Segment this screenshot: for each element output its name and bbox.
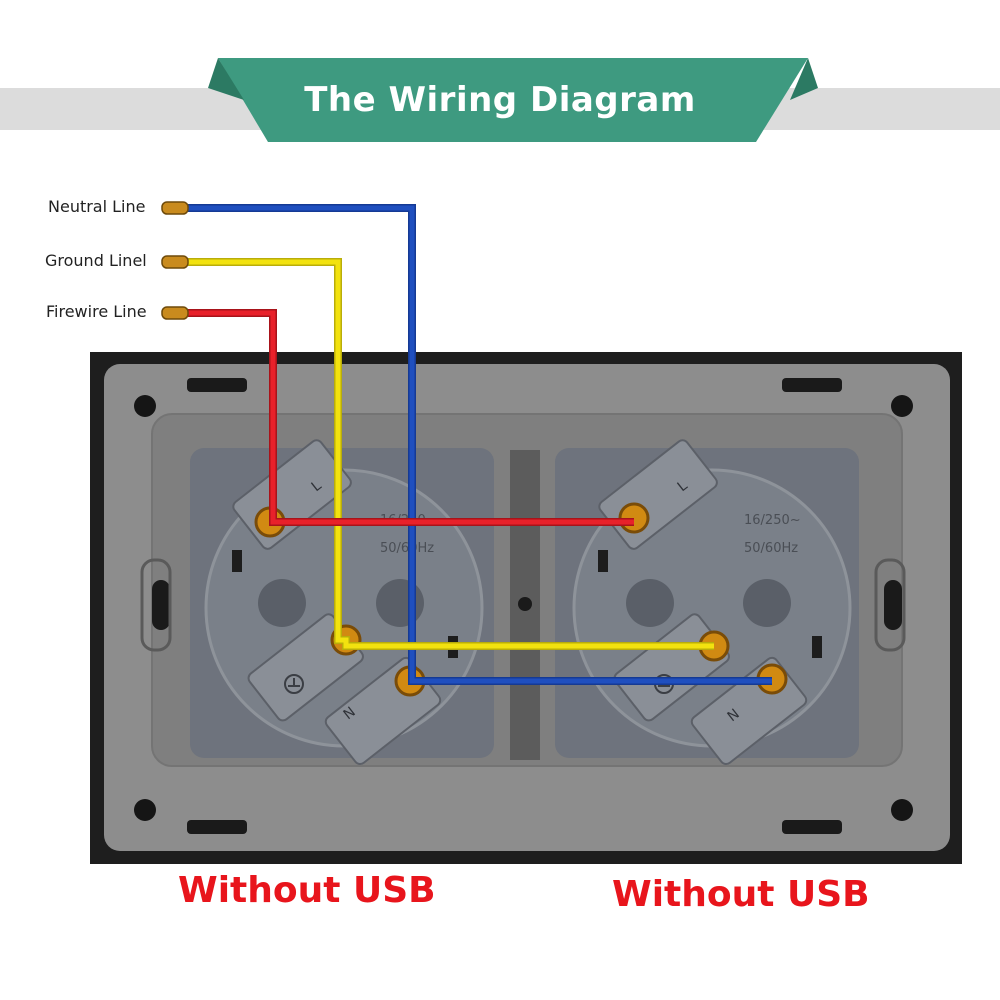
ground-line-label: Ground Linel xyxy=(45,251,147,270)
side-slots xyxy=(152,580,902,630)
side-lugs xyxy=(140,558,906,652)
neutral-wire xyxy=(188,205,772,684)
right-rating-line2: 50/60Hz xyxy=(744,541,798,556)
ground-wire xyxy=(188,259,714,649)
left-usb-label: Without USB xyxy=(178,870,436,911)
right-rating-line1: 16/250~ xyxy=(744,513,801,528)
socket-right xyxy=(555,439,859,766)
firewire-wire xyxy=(188,310,634,525)
screw-holes xyxy=(134,395,913,821)
left-rating-line2: 50/60Hz xyxy=(380,541,434,556)
neutral-line-label: Neutral Line xyxy=(48,197,146,216)
clips xyxy=(187,378,842,834)
title-banner xyxy=(208,58,818,142)
right-usb-label: Without USB xyxy=(612,874,870,915)
firewire-line-label: Firewire Line xyxy=(46,302,147,321)
wire-ends xyxy=(161,201,189,320)
page-title: The Wiring Diagram xyxy=(304,80,696,120)
